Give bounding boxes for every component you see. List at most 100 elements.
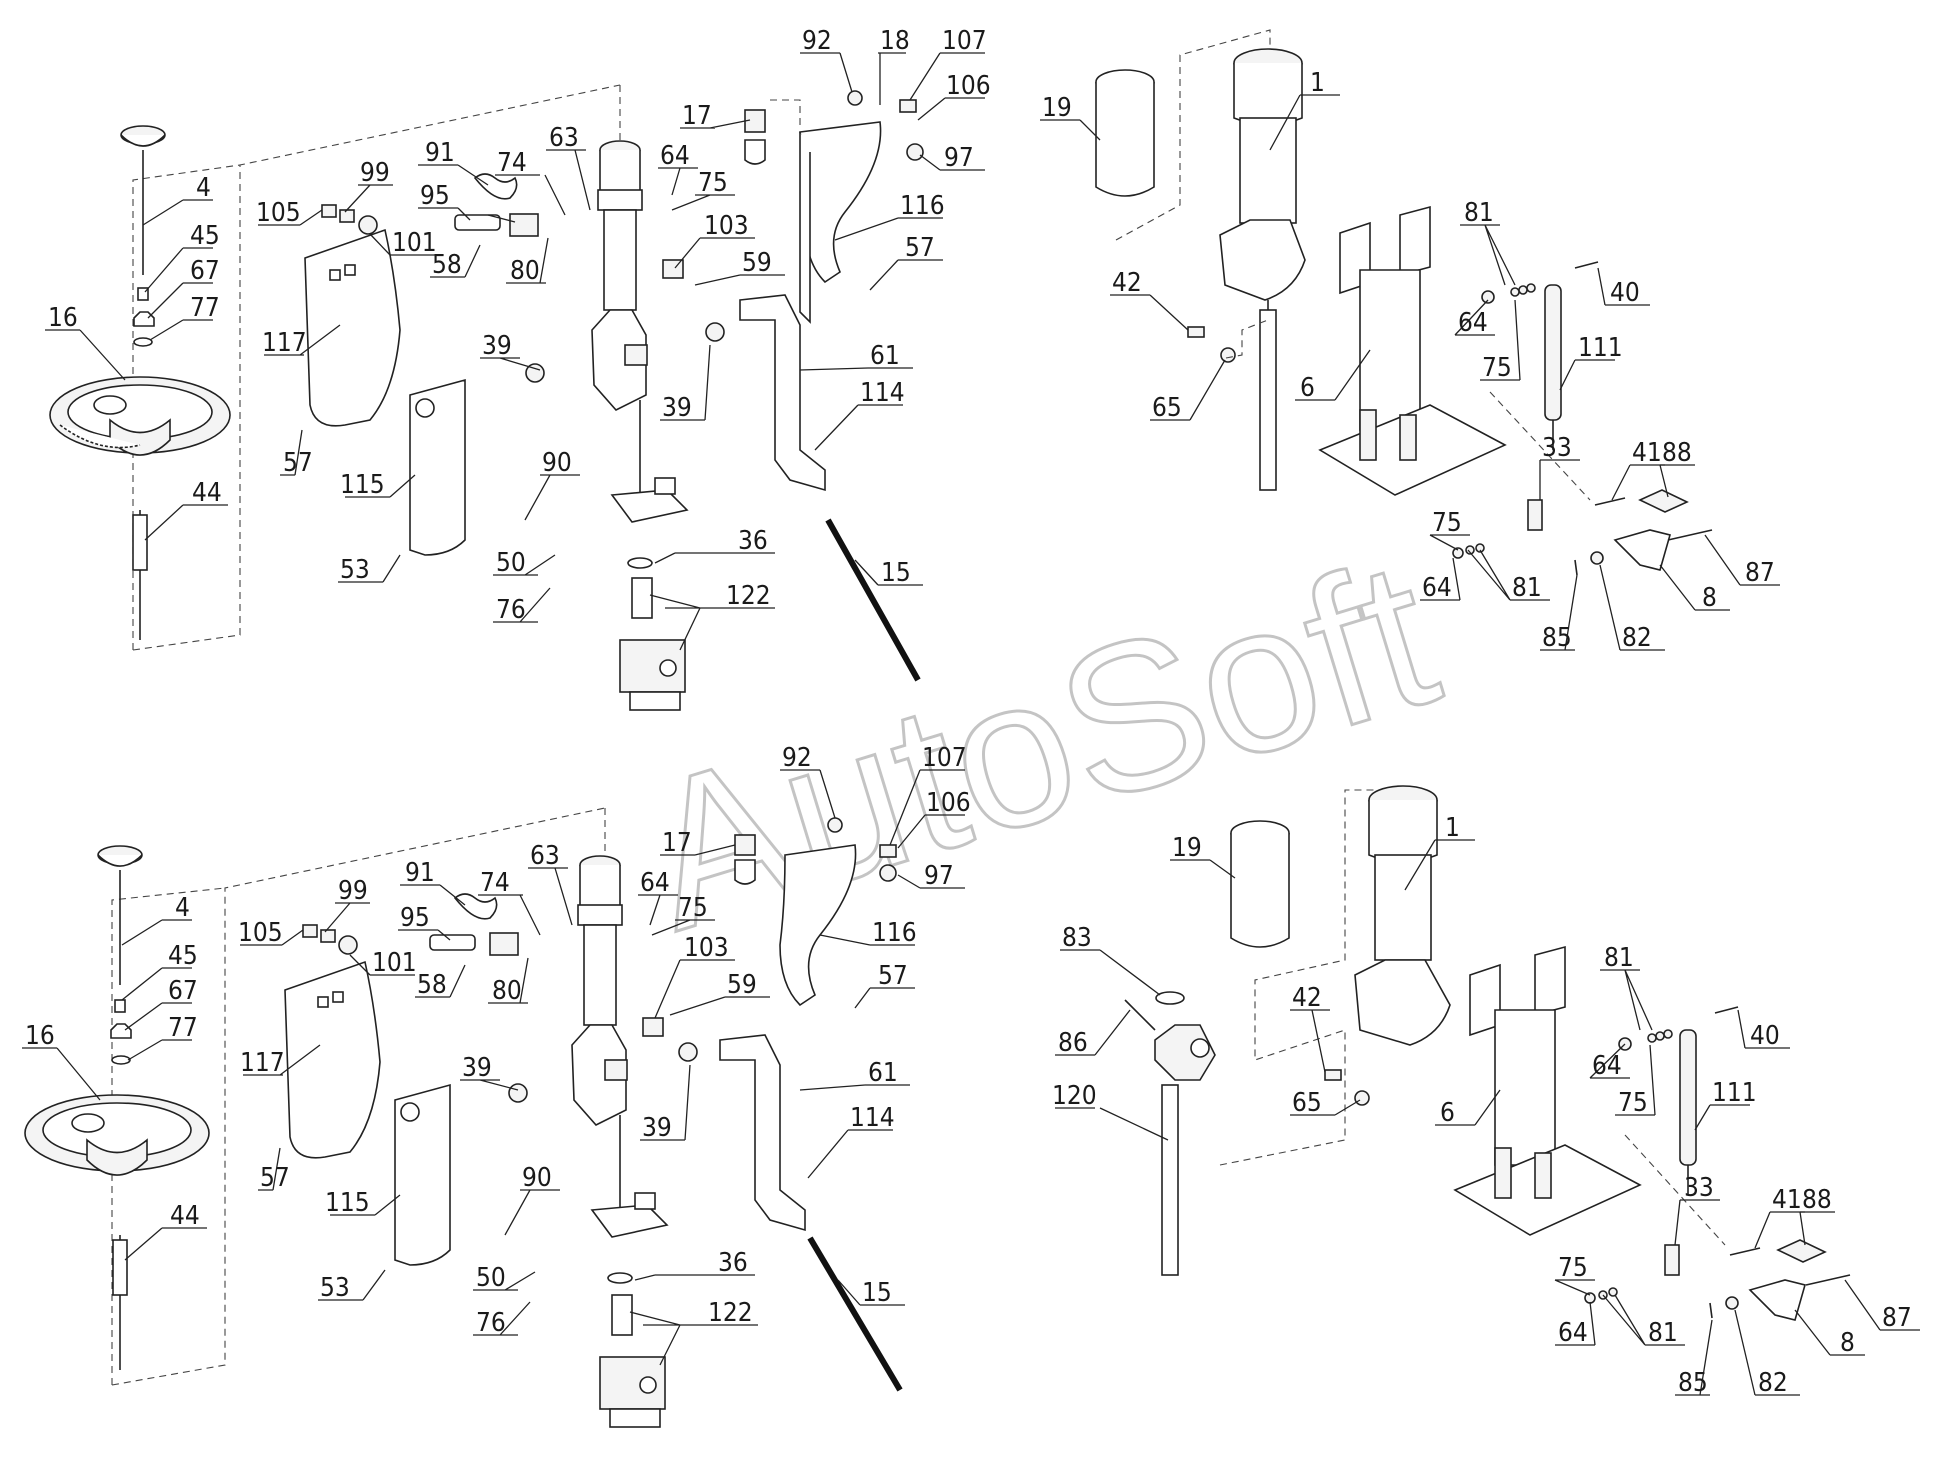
- callout-82: 82: [1622, 623, 1652, 653]
- nut-65: [1354, 1090, 1370, 1106]
- bulb-97: [879, 864, 897, 882]
- callout-39-right: 39: [662, 393, 692, 423]
- callout-111: 111: [1578, 333, 1623, 363]
- nut-65: [1220, 347, 1236, 363]
- pedal-frame-6: [1453, 945, 1642, 1236]
- callout-50: 50: [496, 548, 526, 578]
- callout-75-frame: 75: [1618, 1088, 1648, 1118]
- callout-97: 97: [944, 143, 974, 173]
- callout-19: 19: [1172, 833, 1202, 863]
- washer-83: [1155, 991, 1185, 1005]
- callout-75: 75: [698, 168, 728, 198]
- callout-39-left: 39: [462, 1053, 492, 1083]
- grommet-39r: [705, 322, 725, 342]
- bolt-40: [1574, 261, 1599, 269]
- callout-40: 40: [1610, 278, 1640, 308]
- callout-63: 63: [530, 841, 560, 871]
- steering-wheel: [49, 376, 231, 456]
- callout-64-frame: 64: [1458, 308, 1488, 338]
- column-sleeve-19: [1095, 69, 1155, 197]
- callout-87: 87: [1882, 1303, 1912, 1333]
- callout-81: 81: [1604, 943, 1634, 973]
- bolt-87: [1667, 529, 1713, 541]
- callout-8: 8: [1702, 583, 1717, 613]
- callout-74: 74: [480, 868, 510, 898]
- callout-115: 115: [340, 470, 385, 500]
- callout-107: 107: [922, 743, 967, 773]
- callout-44: 44: [170, 1201, 200, 1231]
- callout-45: 45: [190, 221, 220, 251]
- cover-panel-115: [394, 1083, 451, 1266]
- spring-boot-91: [453, 893, 498, 920]
- callout-122: 122: [708, 1298, 753, 1328]
- callout-leaders: [22, 52, 1920, 1396]
- callout-91: 91: [405, 858, 435, 888]
- callout-58: 58: [432, 250, 462, 280]
- callout-8: 8: [1840, 1328, 1855, 1358]
- washer-77: [111, 1055, 131, 1065]
- callout-87: 87: [1745, 558, 1775, 588]
- callout-6: 6: [1300, 373, 1315, 403]
- callout-59: 59: [727, 970, 757, 1000]
- pin-85: [1574, 559, 1578, 576]
- callout-58: 58: [417, 970, 447, 1000]
- steering-pump-122: [599, 1356, 666, 1428]
- callout-114: 114: [860, 378, 905, 408]
- callout-57-left: 57: [283, 448, 313, 478]
- callout-17: 17: [682, 101, 712, 131]
- washer-82: [1725, 1296, 1739, 1310]
- callout-42: 42: [1292, 983, 1322, 1013]
- callout-15: 15: [862, 1278, 892, 1308]
- callout-65: 65: [1292, 1088, 1322, 1118]
- callout-77: 77: [190, 293, 220, 323]
- bolt-42: [1324, 1069, 1342, 1081]
- universal-joint-shaft-120: [1154, 1024, 1216, 1276]
- clip-107: [899, 99, 917, 113]
- callout-64: 64: [660, 141, 690, 171]
- clip-33: [1527, 499, 1543, 531]
- callout-4: 4: [175, 893, 190, 923]
- switch-99: [339, 209, 355, 223]
- washer-77: [133, 337, 153, 347]
- steering-wheel: [24, 1094, 210, 1176]
- callout-64: 64: [640, 868, 670, 898]
- callout-39-right: 39: [642, 1113, 672, 1143]
- callout-39-left: 39: [482, 331, 512, 361]
- plug-101: [358, 215, 378, 235]
- callout-117: 117: [262, 328, 307, 358]
- callout-42: 42: [1112, 268, 1142, 298]
- callout-64-pedal: 64: [1558, 1318, 1588, 1348]
- shaft-122: [631, 577, 653, 619]
- cable-15: [825, 518, 921, 682]
- callout-101: 101: [372, 948, 417, 978]
- callout-81: 81: [1464, 198, 1494, 228]
- callout-105: 105: [256, 198, 301, 228]
- callout-103: 103: [684, 933, 729, 963]
- pin-85: [1709, 1302, 1713, 1319]
- steering-column-upper: [591, 140, 689, 523]
- lever-switch-95: [429, 934, 476, 951]
- steering-pump-122: [619, 639, 686, 711]
- pedal-lever-8: [1613, 529, 1671, 571]
- shaft-spline-44: [132, 514, 148, 571]
- cover-panel-117: [304, 228, 401, 427]
- grommet-39r: [678, 1042, 698, 1062]
- callout-50: 50: [476, 1263, 506, 1293]
- callout-57-right: 57: [878, 961, 908, 991]
- bulb-97: [906, 143, 924, 161]
- callout-57-left: 57: [260, 1163, 290, 1193]
- callout-81-pedal: 81: [1512, 573, 1542, 603]
- lever-switch-95: [454, 214, 501, 231]
- callout-77: 77: [168, 1013, 198, 1043]
- grommet-39l: [508, 1083, 528, 1103]
- callout-36: 36: [718, 1248, 748, 1278]
- callout-16: 16: [25, 1021, 55, 1051]
- callout-101: 101: [392, 228, 437, 258]
- callout-44: 44: [192, 478, 222, 508]
- callout-40: 40: [1750, 1021, 1780, 1051]
- washer-45: [114, 999, 126, 1013]
- pin-41: [1729, 1247, 1761, 1256]
- callout-116: 116: [900, 191, 945, 221]
- callout-17: 17: [662, 828, 692, 858]
